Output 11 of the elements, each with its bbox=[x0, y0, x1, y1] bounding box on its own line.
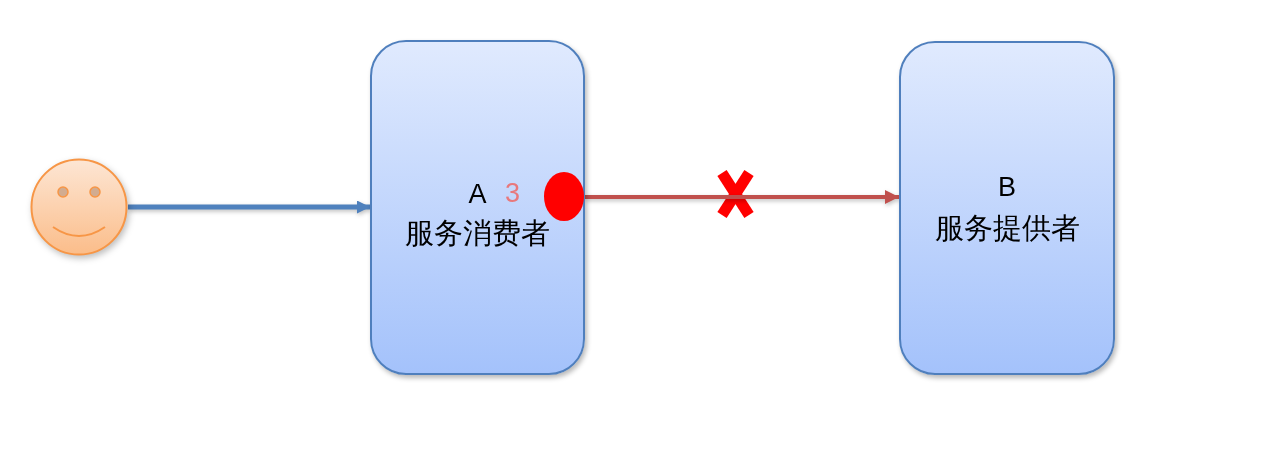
node-subtitle: 服务提供者 bbox=[934, 211, 1080, 246]
arrow bbox=[584, 190, 899, 204]
rounded-box bbox=[899, 41, 1115, 375]
node-title: A bbox=[468, 178, 487, 211]
rounded-box bbox=[370, 40, 585, 375]
node-title: B bbox=[998, 171, 1016, 204]
smiley-face-icon bbox=[30, 158, 128, 256]
dot-marker bbox=[544, 172, 584, 221]
node-subtitle: 服务消费者 bbox=[405, 216, 550, 251]
arrow bbox=[128, 200, 370, 214]
callout-number: 3 bbox=[505, 177, 521, 210]
